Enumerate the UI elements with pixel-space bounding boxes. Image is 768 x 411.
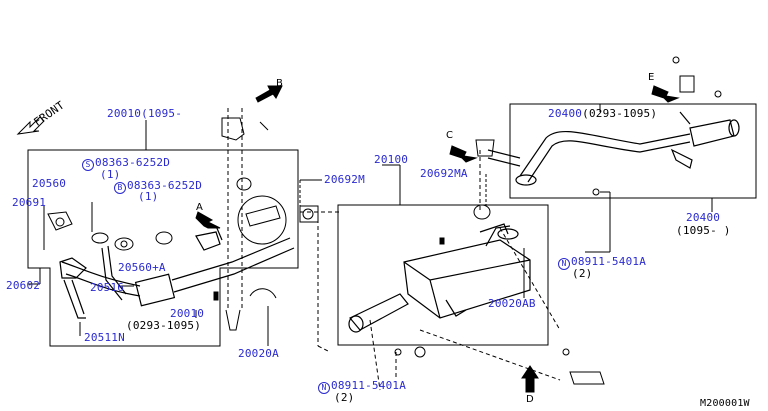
view-e-label: E (648, 72, 655, 83)
part-20516[interactable]: 20516 (90, 281, 125, 294)
part-20400-bottom[interactable]: 20400 (686, 211, 721, 224)
part-08363-6252d-b-qty: (1) (138, 190, 159, 203)
center-muffler-box (337, 204, 549, 346)
view-b-label: B (276, 78, 283, 89)
view-b-arrow-icon (255, 85, 283, 103)
part-20602[interactable]: 20602 (6, 279, 41, 292)
part-08911-5401a-right-qty: (2) (572, 267, 593, 280)
part-08363-6252d-s-qty: (1) (100, 168, 121, 181)
part-20560a[interactable]: 20560+A (118, 261, 166, 274)
view-a-arrow-icon (195, 211, 221, 229)
part-20511n[interactable]: 20511N (84, 331, 125, 344)
view-c-label: C (446, 130, 453, 141)
diagram-code: M200001W (700, 398, 750, 409)
view-d-arrow-icon (521, 365, 539, 393)
view-a-label: A (196, 202, 203, 213)
view-a-detail-circle (237, 195, 287, 245)
front-tube-box (27, 149, 299, 347)
part-20010-bottom-range: (0293-1095) (126, 319, 202, 332)
front-exhaust-tube (59, 225, 295, 319)
part-20400-top[interactable]: 20400(0293-1095) (548, 107, 658, 120)
rear-pipe-box (509, 103, 757, 199)
view-c-arrow-icon (449, 145, 478, 163)
part-20020ab[interactable]: 20020AB (488, 297, 536, 310)
part-20692m[interactable]: 20692M (324, 173, 365, 186)
center-muffler (348, 223, 531, 333)
part-20560[interactable]: 20560 (32, 177, 67, 190)
part-20100[interactable]: 20100 (374, 153, 409, 166)
front-arrow-icon (16, 116, 45, 135)
view-d-label: D (526, 394, 534, 405)
part-20691[interactable]: 20691 (12, 196, 47, 209)
part-08911-5401a-bottom-qty: (2) (334, 391, 355, 404)
view-e-arrow-icon (651, 85, 680, 103)
part-20400-bottom-range: (1095- ) (676, 224, 731, 237)
rear-tail-pipe (487, 111, 740, 186)
part-20692ma[interactable]: 20692MA (420, 167, 468, 180)
part-20020a[interactable]: 20020A (238, 347, 279, 360)
part-20010-top[interactable]: 20010(1095- (107, 107, 183, 120)
part-20010-bottom[interactable]: 20010 (170, 307, 205, 320)
